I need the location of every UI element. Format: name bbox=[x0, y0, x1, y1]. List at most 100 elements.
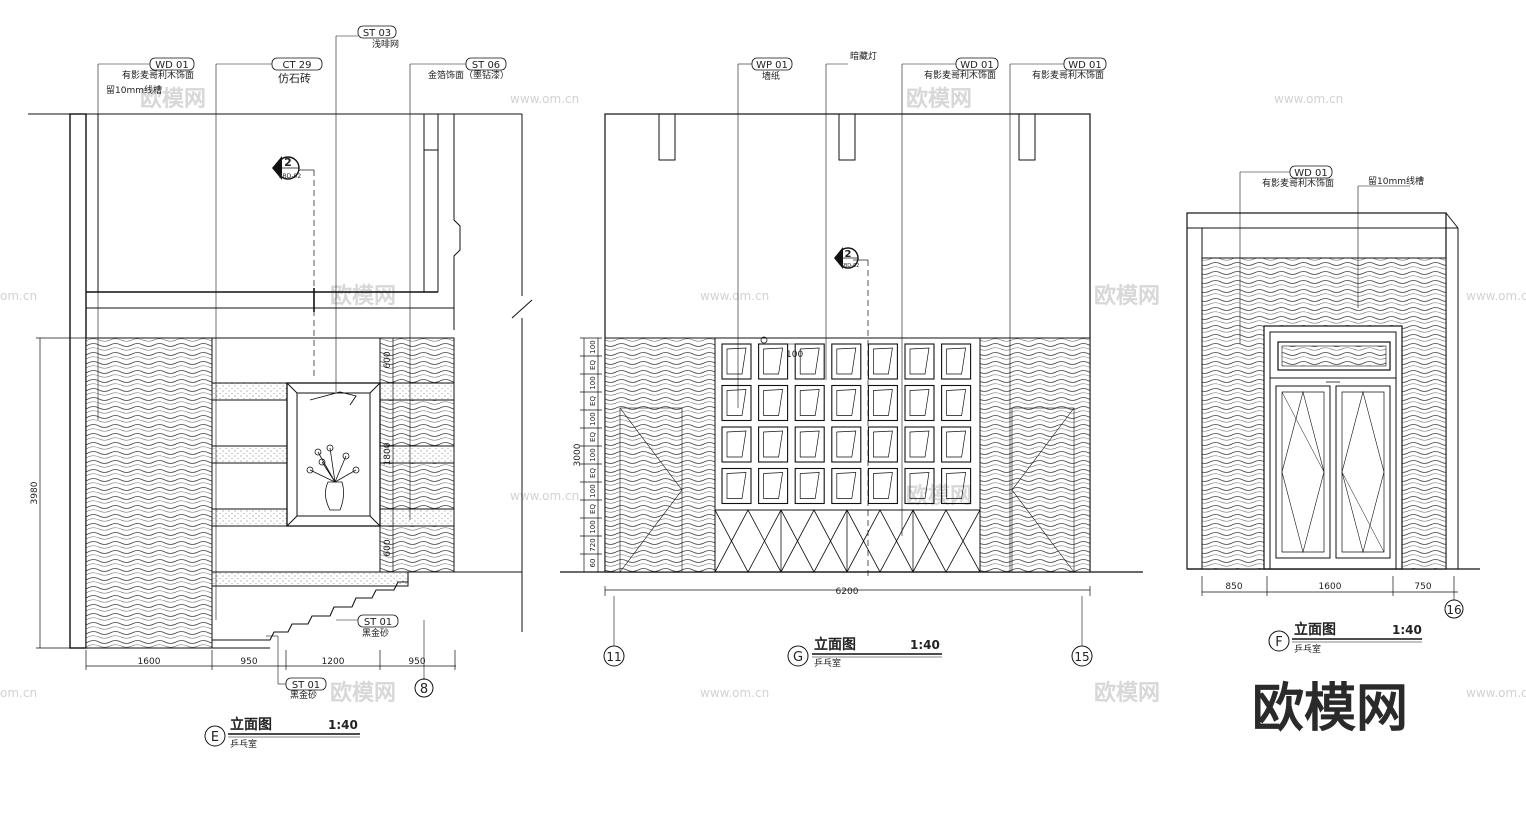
watermark-url: www.om.cn bbox=[700, 686, 769, 700]
display-cell-inner bbox=[873, 389, 893, 416]
stone-panel bbox=[979, 337, 1091, 573]
display-cell-inner bbox=[763, 347, 784, 375]
display-cell bbox=[831, 467, 862, 505]
display-grid bbox=[721, 343, 972, 505]
watermark-cn: 欧模网 bbox=[906, 483, 972, 509]
display-cell bbox=[904, 467, 935, 505]
display-cell bbox=[721, 384, 752, 422]
display-cell-inner bbox=[946, 430, 967, 458]
display-cell-inner bbox=[836, 430, 857, 458]
ceiling-light bbox=[658, 113, 676, 161]
elevation-g-labels: WP 01 WD 01 WD 01 墙纸 暗藏灯 有影麦哥利木饰面 有影麦哥利木… bbox=[573, 50, 1107, 669]
display-cell-inner bbox=[763, 389, 784, 416]
display-cell bbox=[758, 384, 789, 422]
note: 浅啡网 bbox=[372, 38, 399, 50]
display-cell bbox=[721, 343, 752, 380]
dimension: 100 bbox=[589, 484, 597, 497]
drawing-title: 立面图 bbox=[1294, 621, 1336, 638]
dimension: EQ bbox=[589, 468, 597, 478]
elevation-letter: E bbox=[211, 730, 219, 745]
brand-logo: 欧模网 bbox=[1252, 679, 1408, 739]
ceiling-light bbox=[838, 113, 856, 161]
display-cell bbox=[941, 384, 972, 422]
section-ref: SBD-02 bbox=[841, 263, 860, 269]
dimension: 950 bbox=[408, 657, 425, 667]
display-cell bbox=[831, 384, 862, 422]
display-cell bbox=[831, 343, 862, 380]
dimension: 100 bbox=[589, 340, 597, 353]
dimension: 850 bbox=[1225, 582, 1242, 592]
tag-wd01: WD 01 bbox=[1068, 60, 1102, 71]
grid-bubble bbox=[414, 678, 434, 698]
tag-wd01: WD 01 bbox=[960, 60, 994, 71]
watermark-cn: 欧模网 bbox=[1094, 283, 1160, 309]
display-cell-inner bbox=[909, 430, 930, 458]
display-cell-inner bbox=[836, 389, 857, 416]
watermark-cn: 欧模网 bbox=[330, 283, 396, 309]
tag-ct29: CT 29 bbox=[283, 60, 312, 71]
note: 有影麦哥利木饰面 bbox=[1032, 69, 1104, 81]
elevation-f-labels: WD 01 有影麦哥利木饰面 留10mm线槽 850 1600 750 16 F… bbox=[1225, 165, 1462, 655]
elevation-f bbox=[1186, 171, 1480, 652]
display-cell-inner bbox=[909, 347, 930, 375]
elevation-letter: F bbox=[1275, 635, 1282, 650]
display-cell bbox=[867, 343, 898, 380]
grid-label: 15 bbox=[1074, 650, 1089, 664]
note: 有影麦哥利木饰面 bbox=[1262, 177, 1334, 189]
watermark-url: www.om.cn bbox=[510, 92, 579, 106]
dimension: 1800 bbox=[383, 442, 393, 465]
watermark-cn: 欧模网 bbox=[140, 86, 206, 112]
column bbox=[69, 113, 87, 649]
display-cell-inner bbox=[946, 472, 967, 499]
stone-panel bbox=[379, 525, 455, 573]
watermark-url: www.om.cn bbox=[700, 289, 769, 303]
display-cell bbox=[941, 343, 972, 380]
note: 墙纸 bbox=[762, 70, 780, 82]
note: 黑金砂 bbox=[290, 689, 317, 701]
dimension: 100 bbox=[786, 350, 803, 360]
display-cell bbox=[941, 426, 972, 463]
dimension: 720 bbox=[589, 538, 597, 551]
display-cell bbox=[794, 467, 825, 505]
display-cell bbox=[794, 384, 825, 422]
dimension: EQ bbox=[589, 360, 597, 370]
display-cell-inner bbox=[836, 347, 857, 375]
dimension: 100 bbox=[589, 376, 597, 389]
tag-st06: ST 06 bbox=[472, 60, 500, 71]
watermark-cn: 欧模网 bbox=[1094, 680, 1160, 706]
display-cell bbox=[831, 426, 862, 463]
display-cell-inner bbox=[726, 472, 747, 499]
drawing-scale: 1:40 bbox=[328, 718, 358, 732]
watermark-url: om.cn bbox=[0, 289, 37, 303]
display-cell bbox=[904, 384, 935, 422]
watermark-url: www.om.cn bbox=[1466, 289, 1526, 303]
note: 有影麦哥利木饰面 bbox=[924, 69, 996, 81]
watermark-cn: 欧模网 bbox=[906, 86, 972, 112]
elevation-letter: G bbox=[793, 650, 803, 665]
display-cell-inner bbox=[836, 472, 857, 499]
elevation-g bbox=[560, 63, 1143, 667]
tag-st01: ST 01 bbox=[292, 680, 320, 691]
watermark-url: www.om.cn bbox=[1466, 686, 1526, 700]
dimension: 3980 bbox=[30, 481, 40, 504]
display-cell-inner bbox=[799, 347, 820, 375]
dimension: 100 bbox=[589, 412, 597, 425]
section-marker bbox=[834, 247, 859, 269]
dimension: EQ bbox=[589, 396, 597, 406]
display-cell-inner bbox=[873, 430, 893, 458]
stair-profile bbox=[212, 572, 409, 641]
elevation-e bbox=[28, 35, 533, 747]
display-cell bbox=[794, 426, 825, 463]
dimension: 1200 bbox=[322, 657, 345, 667]
watermark-url: om.cn bbox=[0, 686, 37, 700]
display-cell-inner bbox=[873, 347, 893, 375]
tag-st01: ST 01 bbox=[364, 617, 392, 628]
display-cell-inner bbox=[763, 430, 784, 458]
display-cell-inner bbox=[946, 347, 967, 375]
double-door bbox=[1263, 325, 1403, 570]
grid-label: 8 bbox=[420, 682, 428, 697]
stone-panel bbox=[604, 337, 716, 573]
display-cell bbox=[867, 426, 898, 463]
display-cell bbox=[867, 467, 898, 505]
tag-wd01: WD 01 bbox=[1294, 168, 1328, 179]
